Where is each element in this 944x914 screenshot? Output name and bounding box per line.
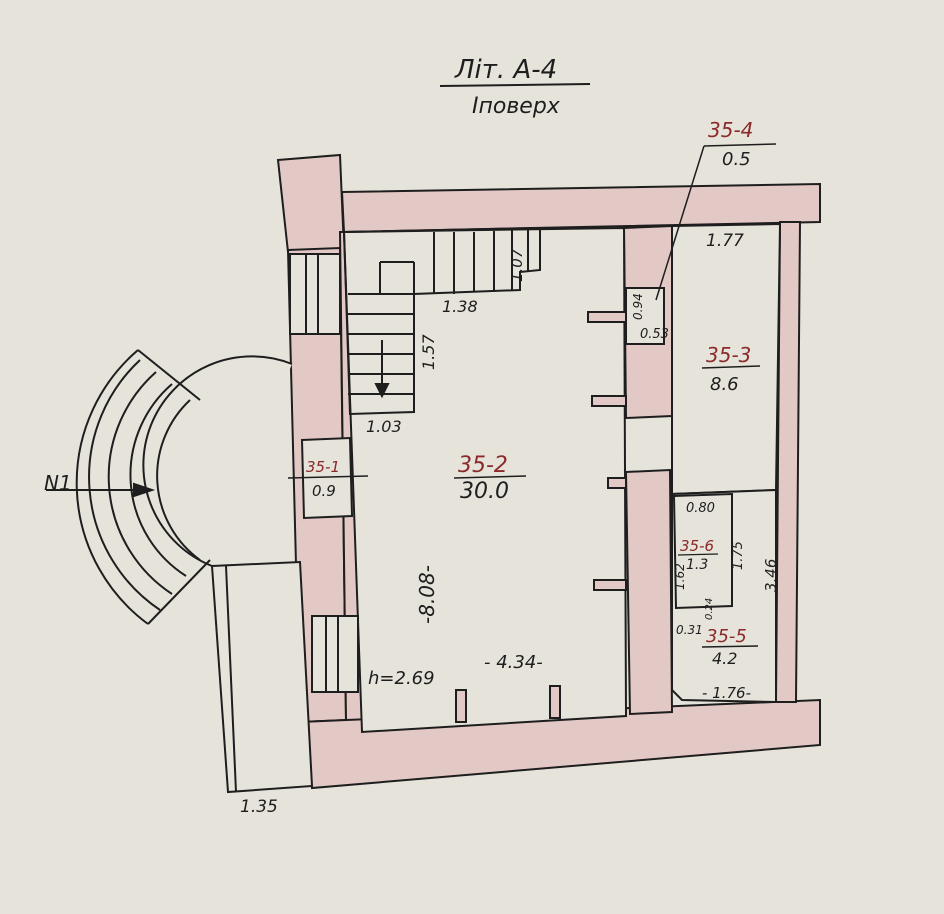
entrance-arrow [46, 482, 156, 498]
dim-0-94: 0.94 [631, 293, 645, 320]
room-number: 35-6 [680, 537, 714, 555]
dim-1-76: - 1.76- [702, 684, 751, 702]
room-area: 30.0 [460, 479, 509, 504]
room-area: 0.9 [312, 482, 336, 500]
plan-title-block: Літ. А-4 Iповерх [439, 55, 591, 119]
dim-1-62: 1.62 [673, 563, 687, 590]
dim-0-31: 0.31 [676, 623, 703, 637]
dim-0-53: 0.53 [640, 327, 669, 342]
dim-1-75: 1.75 [731, 541, 746, 570]
window-left-upper [289, 253, 341, 335]
dim-1-35: 1.35 [240, 797, 278, 817]
partition-lower [624, 468, 674, 716]
step-1 [156, 399, 201, 561]
title-underline [439, 83, 591, 87]
dim-3-46: 3.46 [762, 559, 780, 592]
room-label-35-2: 35-2 30.0 [453, 453, 527, 504]
room-label-35-5: 35-5 4.2 [701, 626, 759, 668]
plan-subtitle: Iповерх [472, 94, 561, 119]
dim-8-08: -8.08- [415, 565, 439, 624]
window-left-lower [311, 615, 359, 693]
entrance-porch [75, 349, 293, 625]
room-area: 0.5 [722, 149, 751, 170]
dim-1-03: 1.03 [366, 417, 402, 436]
room-number: 35-5 [706, 626, 747, 647]
annex-left [210, 560, 314, 794]
room-area: 4.2 [712, 649, 737, 668]
stair-outline [342, 226, 541, 416]
dim-1-38: 1.38 [442, 297, 478, 316]
room-label-35-1: 35-1 0.9 [287, 458, 369, 500]
room-area: 8.6 [710, 374, 739, 395]
dim-0-80: 0.80 [686, 501, 715, 516]
room-label-35-3: 35-3 8.6 [701, 343, 761, 395]
step-2 [129, 383, 187, 577]
entrance-label: N1 [44, 471, 72, 495]
step-3 [107, 371, 173, 595]
dim-1-77: 1.77 [706, 231, 744, 251]
room-35-1-floor [300, 436, 354, 520]
room-35-6-floor [672, 492, 733, 610]
dim-4-34: - 4.34- [484, 652, 543, 673]
room-number: 35-4 [708, 118, 753, 142]
room-label-35-6: 35-6 1.3 [677, 537, 719, 573]
room-35-4-leader [655, 145, 705, 301]
dimension-labels: 1.77 1.07 1.38 1.57 1.03 0.94 0.53 0.80 … [240, 231, 780, 817]
room-number: 35-1 [306, 458, 340, 476]
dim-1-07: 1.07 [508, 248, 526, 282]
porch-landing [142, 355, 293, 567]
room-35-4-floor [625, 287, 665, 345]
stair-arrow-head [374, 383, 390, 399]
dim-1-57: 1.57 [419, 334, 438, 370]
room-area: 1.3 [686, 557, 708, 573]
wall-nibs [455, 311, 627, 723]
wall-left-top [276, 153, 346, 254]
room-number: 35-3 [706, 343, 751, 367]
ceiling-height: h=2.69 [368, 668, 435, 689]
plan-title: Літ. А-4 [454, 55, 557, 85]
wall-right [774, 221, 802, 703]
staircase [342, 226, 541, 416]
dim-0-24: 0.24 [704, 598, 715, 620]
windows-left [289, 253, 359, 693]
room-label-35-4: 35-4 0.5 [708, 118, 753, 170]
room-number: 35-2 [458, 453, 508, 478]
